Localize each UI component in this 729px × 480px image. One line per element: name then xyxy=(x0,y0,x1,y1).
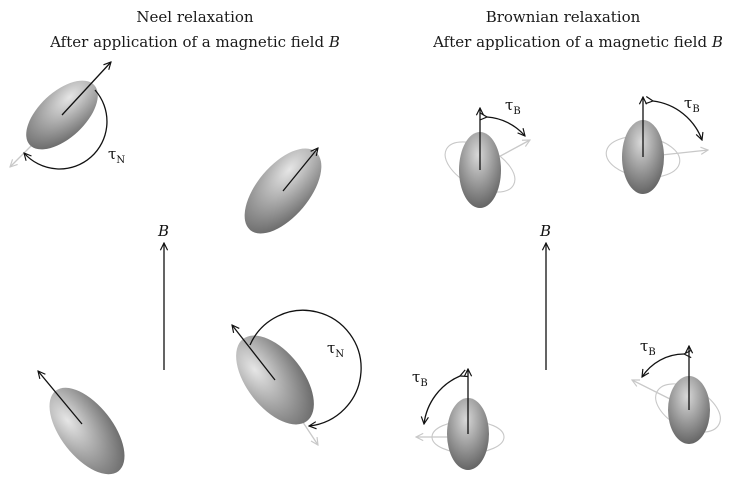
brownian-tau-label-3: τB xyxy=(412,368,428,389)
neel-tau-label-1: τN xyxy=(108,145,125,166)
neel-subtitle: After application of a magnetic field B xyxy=(40,33,350,51)
neel-particle-1 xyxy=(10,62,111,170)
brownian-particle-2 xyxy=(605,97,708,194)
neel-particle-3 xyxy=(35,371,125,475)
brownian-subtitle: After application of a magnetic field B xyxy=(423,33,729,51)
neel-field-label: B xyxy=(157,222,169,240)
brownian-tau-label-1: τB xyxy=(505,96,521,117)
neel-particle-2 xyxy=(244,135,322,234)
neel-subtitle-text: After application of a magnetic field xyxy=(50,33,329,51)
neel-title: Neel relaxation xyxy=(90,8,300,26)
neel-tau-label-2: τN xyxy=(327,339,344,360)
brownian-tau-label-2: τB xyxy=(684,94,700,115)
brownian-particle-3 xyxy=(416,369,505,470)
brownian-title-text: Brownian relaxation xyxy=(485,8,641,26)
brownian-subtitle-symbol: B xyxy=(711,33,723,51)
brownian-particle-1 xyxy=(444,108,530,208)
brownian-particle-4 xyxy=(632,346,721,444)
brownian-title: Brownian relaxation xyxy=(478,8,648,26)
neel-subtitle-symbol: B xyxy=(328,33,340,51)
brownian-tau-label-4: τB xyxy=(640,337,656,358)
brownian-subtitle-text: After application of a magnetic field xyxy=(433,33,712,51)
neel-title-text: Neel relaxation xyxy=(136,8,254,26)
neel-particle-4 xyxy=(221,309,362,445)
brownian-field-label: B xyxy=(539,222,551,240)
